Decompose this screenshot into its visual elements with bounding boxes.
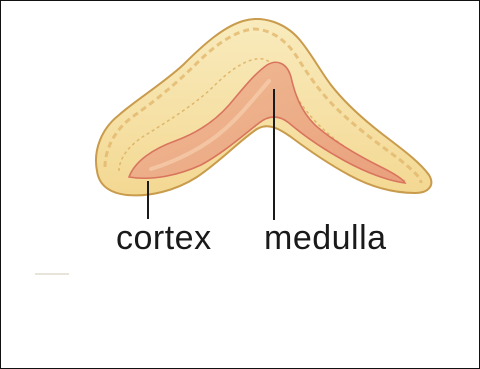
medulla-leader-line xyxy=(273,89,275,220)
scan-artifact xyxy=(35,273,69,275)
cortex-leader-line xyxy=(147,181,149,219)
cortex-label: cortex xyxy=(116,219,212,257)
medulla-label: medulla xyxy=(264,219,387,257)
